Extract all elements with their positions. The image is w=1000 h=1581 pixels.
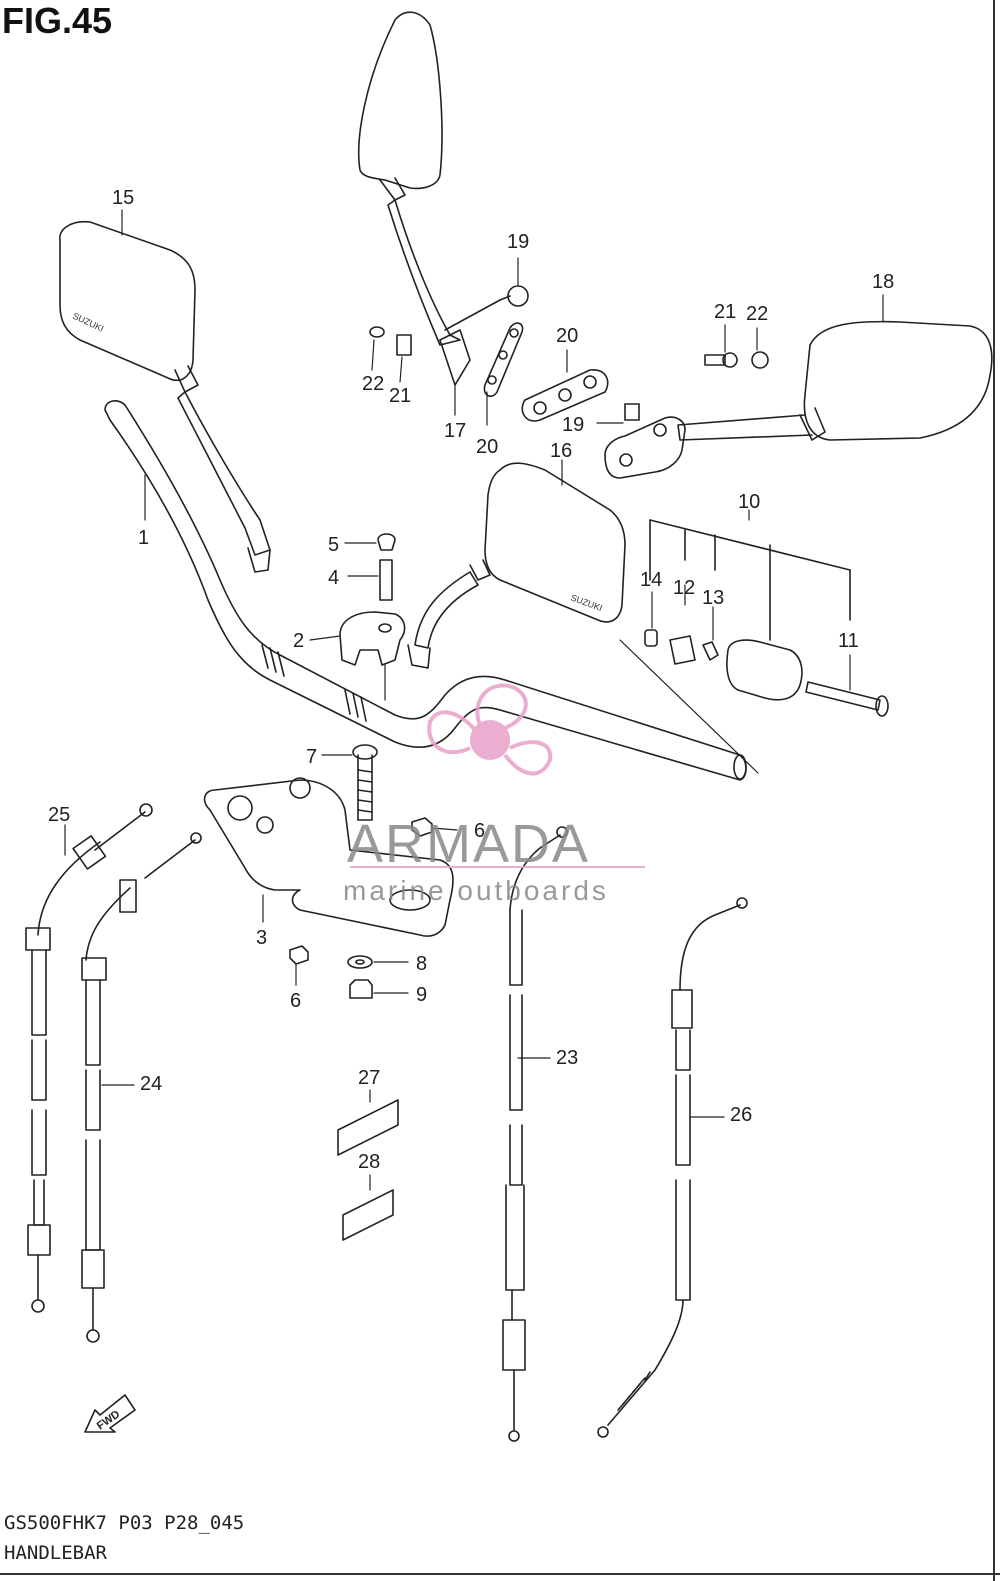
callout-21b: 21 [714, 301, 736, 323]
section-name: HANDLEBAR [4, 1542, 107, 1564]
frame-border-right [993, 0, 995, 1581]
frame-border-bottom [0, 1573, 1000, 1575]
figure-title: FIG.45 [2, 0, 113, 41]
mirror-15 [59, 220, 271, 573]
callout-28: 28 [358, 1151, 380, 1173]
callout-10: 10 [738, 491, 760, 513]
armada-logo-icon [427, 683, 553, 776]
callout-20b: 20 [476, 436, 498, 458]
callout-11: 11 [838, 630, 859, 652]
callout-26: 26 [730, 1104, 752, 1126]
fasteners [289, 744, 433, 999]
callout-21a: 21 [389, 385, 411, 407]
watermark: ARMADA marine outboards [343, 683, 645, 906]
fwd-arrow-icon [84, 1394, 136, 1433]
callout-4: 4 [328, 567, 339, 589]
callout-8: 8 [416, 953, 427, 975]
callout-17: 17 [444, 420, 466, 442]
watermark-tagline: marine outboards [343, 875, 609, 906]
callout-2: 2 [293, 630, 304, 652]
callout-22a: 22 [362, 373, 384, 395]
callout-14: 14 [640, 569, 662, 591]
callout-6a: 6 [474, 820, 485, 842]
callout-27: 27 [358, 1067, 380, 1089]
cable-23 [502, 826, 568, 1442]
small-hardware [369, 285, 769, 421]
callout-19a: 19 [507, 231, 529, 253]
callout-22b: 22 [746, 303, 768, 325]
callout-7: 7 [306, 746, 317, 768]
callout-5: 5 [328, 534, 339, 556]
callout-23: 23 [556, 1047, 578, 1069]
labels-27-28 [337, 1099, 399, 1241]
watermark-brand: ARMADA [347, 814, 590, 874]
bracket-3 [203, 777, 454, 937]
callout-16: 16 [550, 440, 572, 462]
callout-1: 1 [138, 527, 149, 549]
mirror-17 [357, 11, 501, 386]
callout-9: 9 [416, 984, 427, 1006]
callout-19b: 19 [562, 414, 584, 436]
callout-3: 3 [256, 927, 267, 949]
callout-6b: 6 [290, 990, 301, 1012]
callout-25: 25 [48, 804, 70, 826]
bar-end-10 [644, 519, 889, 717]
mirror-16 [407, 462, 626, 669]
cable-25 [25, 803, 153, 1313]
model-code: GS500FHK7 P03 P28_045 [4, 1512, 245, 1534]
callout-13: 13 [702, 587, 724, 609]
leader-lines [64, 209, 884, 1191]
callout-24: 24 [140, 1073, 162, 1095]
callout-12: 12 [673, 577, 695, 599]
cable-24 [81, 832, 202, 1343]
callout-18: 18 [872, 271, 894, 293]
mirror-logo-15: SUZUKI [71, 311, 105, 334]
cable-26 [597, 897, 748, 1438]
callout-15: 15 [112, 187, 134, 209]
mirror-18 [604, 320, 993, 479]
holder-2 [339, 533, 406, 666]
callout-20a: 20 [556, 325, 578, 347]
plate-20 [483, 322, 609, 422]
